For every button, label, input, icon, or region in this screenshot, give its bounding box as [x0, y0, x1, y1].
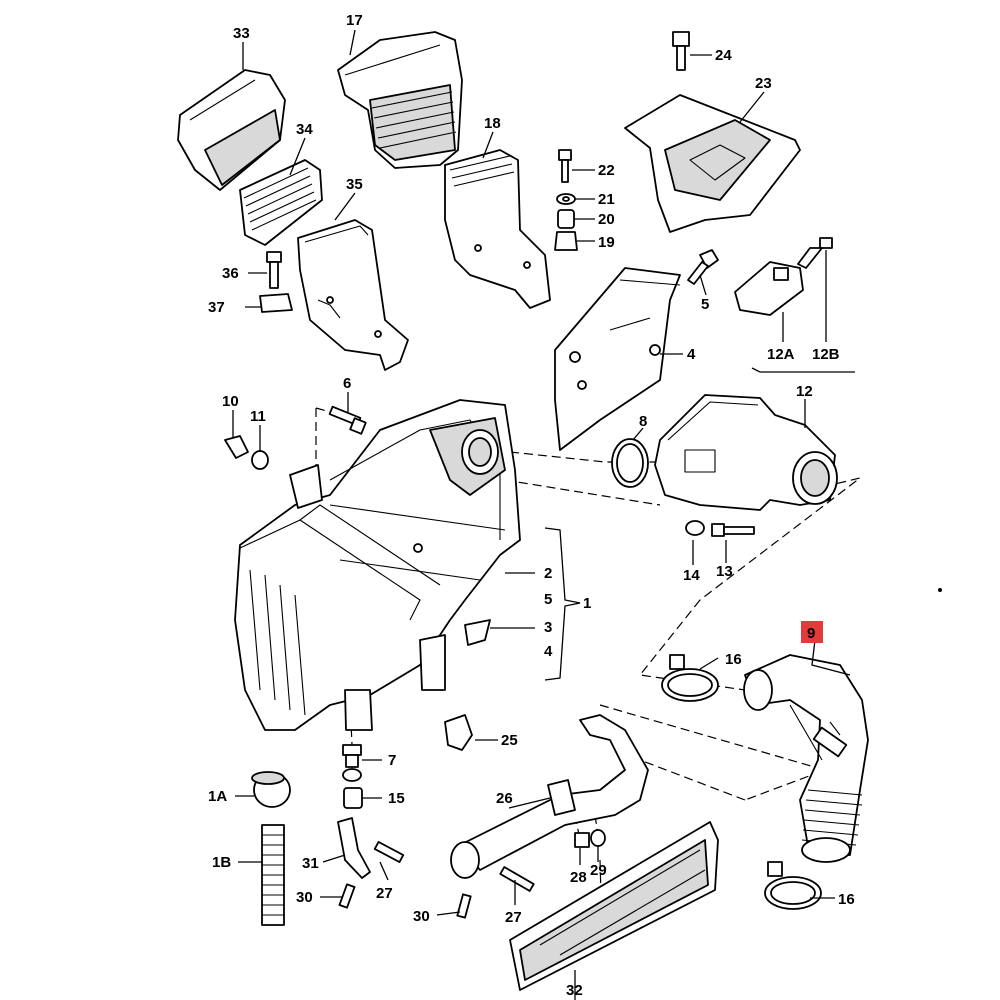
callout-16b: 16	[838, 891, 855, 908]
callout-16a: 16	[725, 651, 742, 668]
callout-1: 1	[583, 595, 591, 612]
heat-shield-32	[509, 821, 719, 991]
callout-4: 4	[687, 346, 696, 363]
grommet-10	[224, 435, 249, 459]
callout-18: 18	[484, 115, 501, 132]
highlight-box	[801, 621, 823, 643]
callout-3: 3	[544, 619, 552, 636]
heat-shield-4	[554, 267, 681, 451]
callout-30b: 30	[413, 908, 430, 925]
callout-1B: 1B	[212, 854, 231, 871]
bolt-12B	[797, 237, 833, 269]
throttle-body-12	[654, 394, 838, 511]
callout-2: 2	[544, 565, 552, 582]
callout-33: 33	[233, 25, 250, 42]
clip-37	[259, 293, 293, 313]
intake-duct-17	[337, 31, 463, 169]
cover-23	[624, 94, 801, 233]
callout-22: 22	[598, 162, 615, 179]
callout-20: 20	[598, 211, 615, 228]
mount-7	[342, 744, 362, 782]
callout-13: 13	[716, 563, 733, 580]
callout-12: 12	[796, 383, 813, 400]
bolt-6	[328, 405, 367, 435]
air-filter-housing-1	[234, 399, 521, 731]
callout-32: 32	[566, 982, 583, 999]
callout-9-highlighted: 9	[801, 621, 823, 643]
callout-24: 24	[715, 47, 732, 64]
duct-35	[297, 219, 409, 371]
callout-27b: 27	[505, 909, 522, 926]
callout-37: 37	[208, 299, 225, 316]
leader-lines	[232, 29, 855, 1000]
screw-5	[687, 249, 719, 285]
callout-26: 26	[496, 790, 513, 807]
bolt-30a	[338, 883, 356, 909]
callout-36: 36	[222, 265, 239, 282]
callout-14: 14	[683, 567, 700, 584]
callout-17: 17	[346, 12, 363, 29]
callout-30a: 30	[296, 889, 313, 906]
bolt-13	[711, 523, 755, 537]
washer-29	[590, 829, 606, 847]
grommet-20	[557, 209, 575, 229]
callout-19: 19	[598, 234, 615, 251]
callout-34: 34	[296, 121, 313, 138]
callout-9: 9	[807, 625, 815, 642]
callout-1A: 1A	[208, 788, 227, 805]
grommet-15	[343, 787, 363, 809]
washer-14	[685, 520, 705, 536]
washer-21	[556, 193, 576, 205]
screw-36	[266, 251, 282, 289]
maf-sensor-12A	[734, 261, 804, 316]
callout-8: 8	[639, 413, 647, 430]
callout-labels: 33 17 24 23 34 18 22 21 20 19 35 36 37 5…	[208, 12, 855, 999]
callout-31: 31	[302, 855, 319, 872]
clamp-16a	[661, 654, 719, 702]
callout-6: 6	[343, 375, 351, 392]
callout-5: 5	[701, 296, 709, 313]
callout-29: 29	[590, 862, 607, 879]
washer-11	[251, 450, 269, 470]
clamp-16b	[764, 861, 822, 910]
clip-25	[444, 714, 473, 751]
stray-dot	[938, 588, 942, 592]
screw-22	[558, 149, 572, 183]
bellows-34	[239, 159, 323, 246]
callout-21: 21	[598, 191, 615, 208]
callout-25: 25	[501, 732, 518, 749]
clip-3	[464, 619, 491, 646]
callout-15: 15	[388, 790, 405, 807]
bolt-27b	[499, 866, 535, 892]
bolt-24	[672, 31, 690, 71]
bolt-27a	[373, 840, 405, 864]
callout-10: 10	[222, 393, 239, 410]
callout-23: 23	[755, 75, 772, 92]
pipe-26	[450, 714, 649, 879]
callout-5b: 5	[544, 591, 552, 608]
intake-hose-9	[743, 654, 869, 863]
o-ring-8	[611, 438, 649, 488]
callout-35: 35	[346, 176, 363, 193]
callout-11: 11	[250, 408, 266, 425]
nut-28	[574, 832, 590, 848]
callout-28: 28	[570, 869, 587, 886]
bracket-31	[337, 817, 371, 879]
callout-4b: 4	[544, 643, 553, 660]
intake-duct-33	[177, 69, 286, 191]
callout-7: 7	[388, 752, 396, 769]
cap-1A	[251, 771, 291, 808]
foam-strip-1B	[261, 824, 285, 926]
callout-12B: 12B	[812, 346, 840, 363]
duct-18	[444, 149, 551, 309]
callout-12A: 12A	[767, 346, 795, 363]
grommet-19	[554, 231, 578, 251]
bolt-30b	[456, 893, 472, 919]
callout-27a: 27	[376, 885, 393, 902]
